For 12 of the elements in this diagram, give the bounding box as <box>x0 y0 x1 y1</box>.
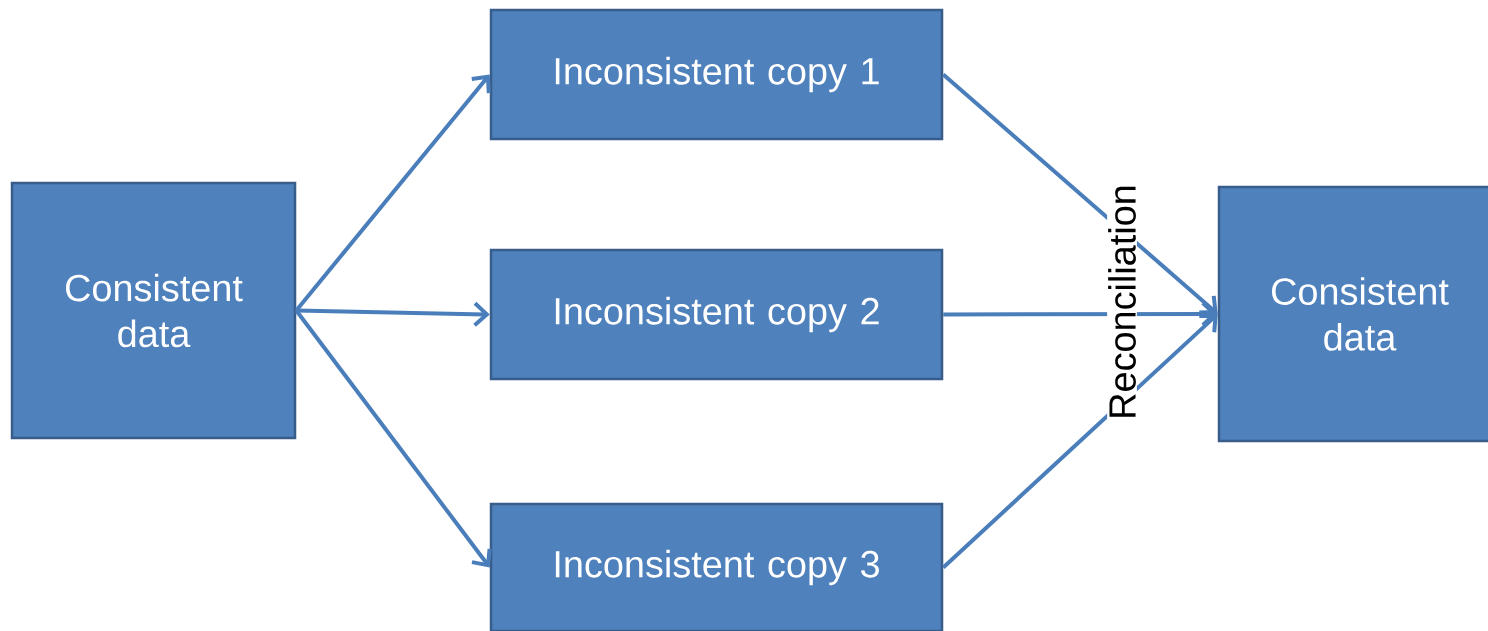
arrow <box>294 74 491 312</box>
arrow <box>943 301 1218 327</box>
edge-label: Reconciliation <box>1107 183 1137 421</box>
process-box: Consistent data <box>1217 185 1488 443</box>
process-box: Inconsistent copy 1 <box>489 8 944 141</box>
arrow <box>941 314 1218 569</box>
process-box: Consistent data <box>10 181 297 440</box>
process-box: Inconsistent copy 3 <box>489 502 944 631</box>
process-box: Inconsistent copy 2 <box>489 248 944 381</box>
arrow <box>296 301 490 327</box>
arrow <box>294 309 492 568</box>
arrow <box>941 73 1218 315</box>
